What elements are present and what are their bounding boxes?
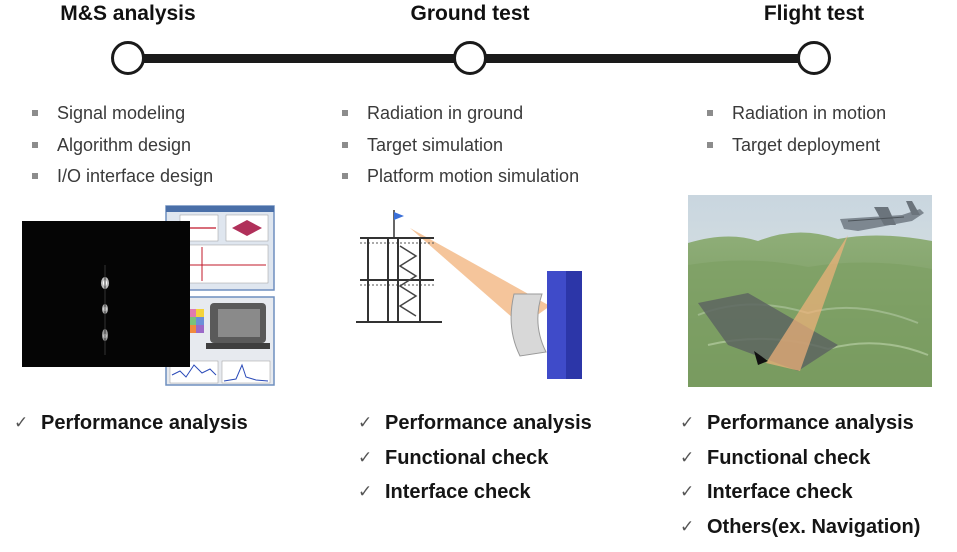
square-bullet-icon (342, 110, 348, 116)
target-block (547, 271, 582, 379)
aircraft-icon (840, 201, 924, 231)
timeline-node-ms-analysis (111, 41, 145, 75)
bullet-item: I/O interface design (30, 161, 213, 193)
check-item: ✓Performance analysis (358, 406, 592, 441)
checkmark-icon: ✓ (14, 413, 29, 432)
antenna-dish (510, 293, 547, 357)
ground-test-check-list: ✓Performance analysis ✓Functional check … (358, 406, 592, 510)
checkmark-icon: ✓ (680, 482, 695, 501)
check-item: ✓Functional check (680, 441, 920, 476)
bullet-item: Radiation in motion (705, 98, 886, 130)
ground-test-figure (356, 210, 582, 379)
ms-analysis-check-list: ✓Performance analysis (14, 406, 248, 441)
bullet-item: Target deployment (705, 130, 886, 162)
stage-title-ms-analysis: M&S analysis (60, 2, 196, 25)
simulation-screenshots-figure (22, 205, 275, 386)
checkmark-icon: ✓ (358, 482, 373, 501)
flight-test-bullet-list: Radiation in motion Target deployment (705, 98, 886, 161)
stage-title-flight-test: Flight test (763, 2, 865, 25)
square-bullet-icon (707, 110, 713, 116)
checkmark-icon: ✓ (680, 413, 695, 432)
bullet-item: Target simulation (340, 130, 579, 162)
ground-test-bullet-list: Radiation in ground Target simulation Pl… (340, 98, 579, 193)
bullet-item: Signal modeling (30, 98, 213, 130)
check-item: ✓Others(ex. Navigation) (680, 510, 920, 545)
timeline-node-ground-test (453, 41, 487, 75)
check-item: ✓Performance analysis (680, 406, 920, 441)
checkmark-icon: ✓ (358, 447, 373, 467)
square-bullet-icon (32, 110, 38, 116)
square-bullet-icon (32, 173, 38, 179)
test-tower (356, 210, 442, 323)
bullet-item: Algorithm design (30, 130, 213, 162)
check-item: ✓Performance analysis (14, 406, 248, 441)
square-bullet-icon (342, 173, 348, 179)
checkmark-icon: ✓ (680, 447, 695, 467)
flight-test-check-list: ✓Performance analysis ✓Functional check … (680, 406, 920, 544)
radiation-beam (766, 235, 848, 371)
checkmark-icon: ✓ (358, 413, 373, 432)
flight-test-figure (688, 195, 932, 387)
check-item: ✓Interface check (358, 475, 592, 510)
checkmark-icon: ✓ (680, 516, 695, 536)
bullet-item: Radiation in ground (340, 98, 579, 130)
square-bullet-icon (32, 141, 38, 148)
ms-analysis-bullet-list: Signal modeling Algorithm design I/O int… (30, 98, 213, 193)
radar-image (22, 221, 190, 367)
bullet-item: Platform motion simulation (340, 161, 579, 193)
check-item: ✓Interface check (680, 475, 920, 510)
timeline-node-flight-test (797, 41, 831, 75)
square-bullet-icon (342, 141, 348, 148)
stage-title-ground-test: Ground test (410, 2, 530, 25)
check-item: ✓Functional check (358, 441, 592, 476)
square-bullet-icon (707, 141, 713, 148)
